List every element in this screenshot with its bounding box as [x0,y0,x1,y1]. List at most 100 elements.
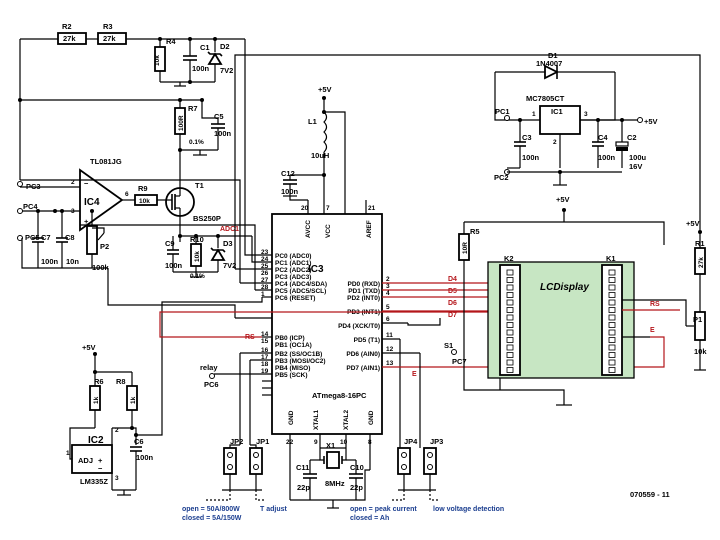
d2-zener [207,52,223,65]
ic3-pin-number: 28 [261,284,269,291]
ic3-body [271,213,383,435]
c6-value: 100n [136,453,154,462]
connector-pin [506,322,514,328]
p1-ref: P1 [693,315,702,324]
connector-pin [506,277,514,283]
connector-pin [506,329,514,336]
opamp-triangle [79,168,124,232]
ic2-part: LM335Z [80,477,108,486]
d5-net: D5 [448,288,457,295]
connector-pin [506,269,514,276]
rs-net-right: RS [650,301,660,308]
d1-part: 1N4007 [536,59,562,68]
c5-value: 100n [214,129,232,138]
connector-pin [506,367,514,373]
svg-text:3: 3 [386,283,390,290]
d3-ref: D3 [223,239,233,248]
crystal-section: 22 9 10 8 X1 8MHz C11 22p C10 22p [286,434,372,509]
svg-text:9: 9 [314,439,318,446]
connector-pin [506,299,514,306]
svg-text:13: 13 [386,360,394,367]
svg-text:−: − [84,179,89,188]
svg-text:8: 8 [368,439,372,446]
k2-pins [506,269,514,373]
r6-value: 1k [93,396,100,404]
jp3-label: JP3 [430,437,443,446]
pc3-label: PC3 [26,182,41,191]
ic2-temperature: +5V 1k R6 1k R8 IC2 ADJ + − LM335Z 1 2 3… [66,343,154,496]
r3-ref: R3 [103,22,113,31]
c10-ref: C10 [350,463,364,472]
r10-value: 10k [194,251,201,262]
d1-diode [544,64,560,80]
svg-text:+: + [84,217,89,226]
feedback-network: 27k R2 27k R3 10k R4 C1 100n D2 7V2 [18,22,272,256]
r8-ref: R8 [116,377,126,386]
connector-pin [506,284,514,291]
c11-value: 22p [297,483,310,492]
relay-net: relay [200,363,218,372]
ic4-opamp: IC4 − + TL081JG 2 3 6 10k R9 T1 BS250P A… [20,157,272,263]
adc1-divider: C9 100n 10k R10 0.1% D3 7V2 [165,235,236,280]
c9-value: 100n [165,261,183,270]
r6-ref: R6 [94,377,104,386]
l1-inductor [323,111,328,153]
connector-pin [506,344,514,351]
ic3-pin-label: PC0 (ADC0) [275,253,311,260]
p2-potentiometer [86,225,98,255]
adc1-net: ADC1 [220,226,239,233]
jp4-jumper [397,447,411,475]
ic3-bottom-pin-xtal2: XTAL2 [343,410,350,430]
ic1-pin1: 1 [532,111,536,118]
ic3-pin-label: PC4 (ADC4/SDA) [275,281,327,288]
k1-pins [608,269,616,373]
x1-ref: X1 [326,441,335,450]
jumpers: JP2 JP1 JP4 JP3 open = 50A/800W closed =… [182,437,504,522]
t1-part: BS250P [193,214,221,223]
ic3-pin-label: PD2 (INT0) [347,295,380,302]
ic3-pin-number: 15 [261,338,269,345]
jp2-jumper [223,447,237,475]
connector-pin [608,344,616,351]
ic3-pin-number: 25 [261,263,269,270]
r4-value: 10k [154,55,161,66]
ic3-pin-number: 18 [261,361,269,368]
r5-ref: R5 [470,227,480,236]
ic1-pin3: 3 [584,111,588,118]
note-jp4-open: open = peak current [350,506,417,513]
c5-ref: C5 [214,112,224,121]
c8-value: 10n [66,257,79,266]
c7-value: 100n [41,257,59,266]
ic3-pin-number: 23 [261,249,269,256]
lcd-label: LCDisplay [540,282,589,293]
p5v-lcd: +5V [556,195,570,204]
r9-value: 10k [139,198,150,205]
svg-text:20: 20 [301,205,309,212]
d3-value: 7V2 [223,261,236,270]
connector-pin [608,269,616,276]
c1-ref: C1 [200,43,210,52]
ic4-ref: IC4 [84,197,100,208]
connector-pin [506,307,514,313]
note-jp3: low voltage detection [433,506,504,513]
k2-label: K2 [504,254,514,263]
ic2-pin3: 3 [115,475,119,482]
r2-ref: R2 [62,22,72,31]
r1-value: 27k [698,257,705,268]
ic3-pin-number: 26 [261,270,269,277]
ic3-pin-label: PB0 (ICP) [275,335,305,342]
ic4-pin6: 6 [125,191,129,198]
connector-pin [608,299,616,306]
ic3-pin-label: PB3 (MOSI/OC2) [275,358,326,365]
ic3-left-wiring: RS relay PC6 [20,54,701,445]
connector-pin [608,277,616,283]
note-jp2-closed: closed = 5A/150W [182,515,242,522]
c3-value: 100n [522,153,540,162]
ic3-part: ATmega8-16PC [312,391,367,400]
r3-value: 27k [103,34,116,43]
c4-ref: C4 [598,133,608,142]
ic2-ref: IC2 [88,435,104,446]
connector-pin [608,307,616,313]
l1-ref: L1 [308,117,317,126]
